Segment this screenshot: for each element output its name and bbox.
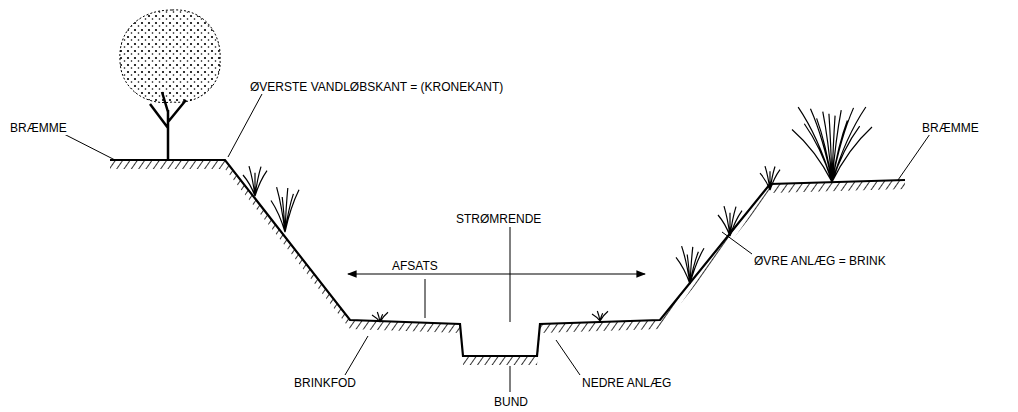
label: AFSATS bbox=[390, 259, 440, 273]
reeds bbox=[760, 166, 780, 190]
soil-hatching bbox=[110, 160, 905, 365]
reeds bbox=[271, 187, 299, 232]
grass-tuft bbox=[792, 107, 872, 182]
label: NEDRE ANLÆG bbox=[580, 376, 673, 390]
label: ØVRE ANLÆG = BRINK bbox=[752, 254, 888, 268]
reeds bbox=[718, 206, 742, 236]
label: BRÆMME bbox=[920, 121, 981, 135]
label: STRØMRENDE bbox=[454, 212, 543, 226]
stream-profile bbox=[110, 160, 905, 365]
leader-lines bbox=[62, 94, 930, 392]
grass-tuft bbox=[372, 312, 388, 322]
tree-crown bbox=[120, 10, 220, 103]
ground-line bbox=[110, 160, 905, 356]
vegetation bbox=[120, 10, 872, 322]
reeds bbox=[676, 246, 704, 284]
label: ØVERSTE VANDLØBSKANT = (KRONEKANT) bbox=[248, 80, 505, 94]
grass-tuft bbox=[592, 311, 608, 321]
label: BUND bbox=[492, 395, 530, 409]
afsats-arrow bbox=[348, 273, 645, 274]
label: BRÆMME bbox=[8, 121, 69, 135]
reeds bbox=[243, 166, 267, 196]
label: BRINKFOD bbox=[292, 376, 358, 390]
